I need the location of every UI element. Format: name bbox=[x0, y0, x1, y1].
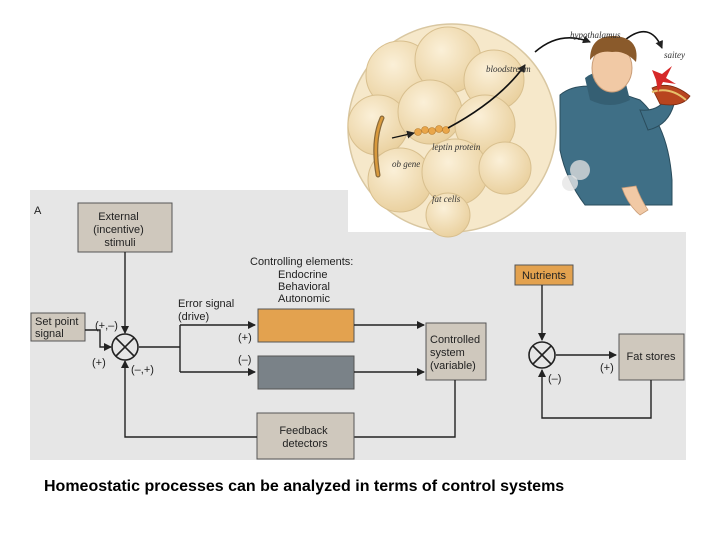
error-signal-label: Error signal (drive) bbox=[178, 298, 237, 323]
fat-stores-box bbox=[618, 333, 685, 381]
setpoint-to-comparator-arrow bbox=[85, 329, 112, 351]
controlled-system-box bbox=[425, 322, 487, 381]
leptin-protein-label: leptin protein bbox=[432, 142, 481, 152]
comparator-left bbox=[111, 333, 139, 361]
fat-stores-label: Fat stores bbox=[627, 351, 676, 363]
leptin-illustration: hypothalamus saitey bloodstream leptin p… bbox=[347, 0, 720, 238]
controller-negative-box bbox=[257, 355, 355, 390]
controller-positive-box bbox=[257, 308, 355, 343]
fat-feedback-arrow bbox=[538, 369, 652, 419]
external-stimuli-label: External (incentive) stimuli bbox=[93, 211, 147, 249]
nutrients-box bbox=[514, 264, 574, 286]
feedback-to-comparator-arrow bbox=[121, 360, 257, 438]
sign-controller-minus: (–) bbox=[238, 354, 251, 366]
set-point-box bbox=[30, 312, 86, 342]
ob-gene-label: ob gene bbox=[392, 159, 420, 169]
set-point-label: Set point signal bbox=[35, 316, 81, 340]
satiety-label: saitey bbox=[664, 50, 685, 60]
controlled-system-label: Controlled system (variable) bbox=[430, 334, 483, 372]
bloodstream-label: bloodstream bbox=[486, 64, 531, 74]
controlling-elements-label: Controlling elements: Endocrine Behavior… bbox=[250, 256, 356, 305]
feedback-detectors-box bbox=[256, 412, 355, 460]
fat-cells-label: fat cells bbox=[432, 194, 461, 204]
caption: Homeostatic processes can be analyzed in… bbox=[44, 478, 565, 495]
sign-external: (+,–) bbox=[95, 320, 118, 332]
external-stimuli-box bbox=[77, 202, 173, 253]
person-figure bbox=[559, 35, 691, 216]
comparator-right bbox=[528, 341, 556, 369]
feedback-detectors-label: Feedback detectors bbox=[279, 425, 330, 450]
panel-label: A bbox=[34, 205, 42, 217]
sign-controller-plus: (+) bbox=[238, 332, 252, 344]
sign-feedback: (–,+) bbox=[131, 364, 154, 376]
sign-setpoint: (+) bbox=[92, 357, 106, 369]
system-to-feedback-line bbox=[354, 380, 456, 438]
sign-fat-plus: (+) bbox=[600, 362, 614, 374]
leptin-protein-chain bbox=[414, 125, 450, 136]
nutrients-label: Nutrients bbox=[522, 270, 567, 282]
sign-fat-minus: (–) bbox=[548, 373, 561, 385]
hypothalamus-label: hypothalamus bbox=[570, 30, 621, 40]
